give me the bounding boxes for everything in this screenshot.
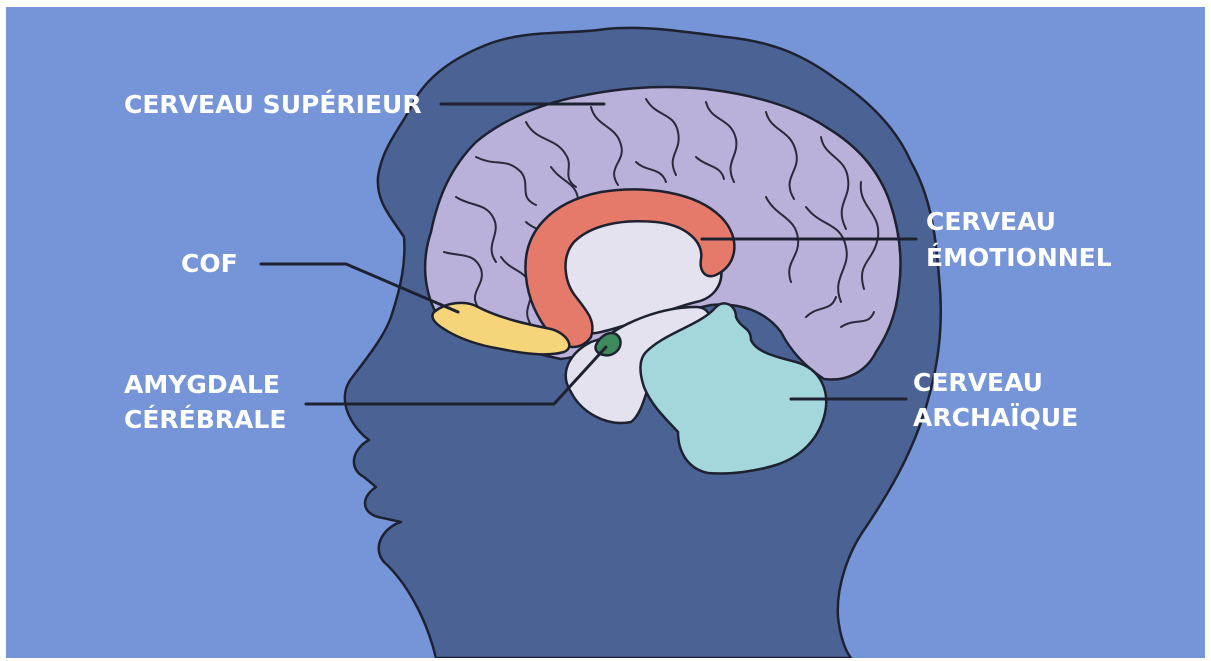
label-archaic-line1: CERVEAU: [913, 368, 1043, 397]
label-upper-brain: CERVEAU SUPÉRIEUR: [124, 90, 422, 119]
label-cof: COF: [181, 249, 238, 278]
label-amygdala-line2: CÉRÉBRALE: [124, 405, 286, 434]
label-emotional-line1: CERVEAU: [926, 207, 1056, 236]
label-archaic-line2: ARCHAÏQUE: [913, 402, 1078, 432]
label-emotional-line2: ÉMOTIONNEL: [926, 243, 1112, 272]
diagram-canvas: CERVEAU SUPÉRIEUR COF AMYGDALE CÉRÉBRALE…: [6, 7, 1205, 658]
label-amygdala-line1: AMYGDALE: [124, 370, 280, 399]
